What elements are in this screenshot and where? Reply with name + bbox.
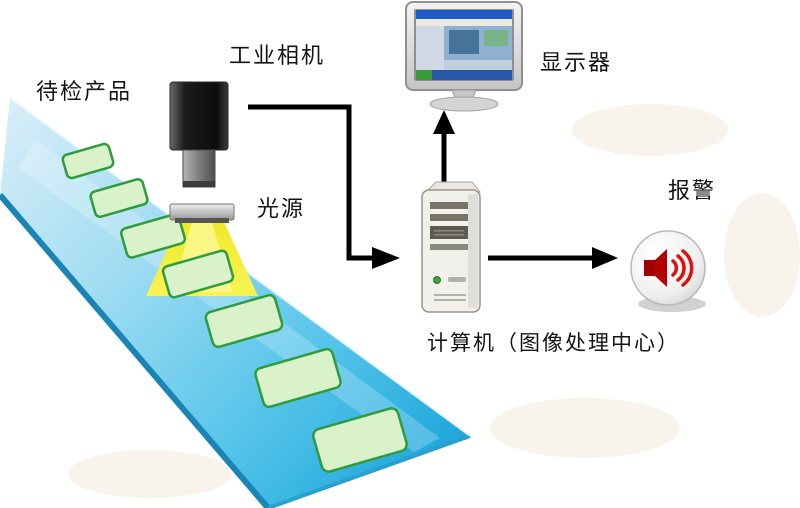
alarm-speaker-icon — [630, 230, 706, 312]
product-tile — [312, 407, 408, 473]
label-computer: 计算机（图像处理中心） — [427, 331, 680, 355]
label-monitor: 显示器 — [540, 50, 613, 75]
label-industrial-camera: 工业相机 — [229, 43, 326, 68]
arrow-camera-to-computer — [248, 104, 400, 269]
monitor-icon — [405, 1, 523, 112]
background-watermark — [68, 104, 800, 498]
product-tile — [89, 177, 149, 219]
product-tile — [204, 293, 284, 349]
arrow-computer-to-monitor — [433, 110, 455, 184]
product-tile — [254, 347, 342, 409]
product-tile — [61, 142, 115, 180]
product-tile — [161, 249, 235, 299]
products-on-belt — [61, 142, 408, 473]
industrial-camera-icon — [169, 81, 229, 188]
computer-tower-icon — [421, 181, 482, 313]
light-source-icon — [169, 203, 235, 223]
label-light-source: 光源 — [257, 196, 306, 221]
product-tile — [119, 213, 187, 259]
arrow-computer-to-alarm — [488, 247, 618, 269]
label-pending-product: 待检产品 — [36, 79, 133, 104]
label-alarm: 报警 — [668, 178, 717, 203]
